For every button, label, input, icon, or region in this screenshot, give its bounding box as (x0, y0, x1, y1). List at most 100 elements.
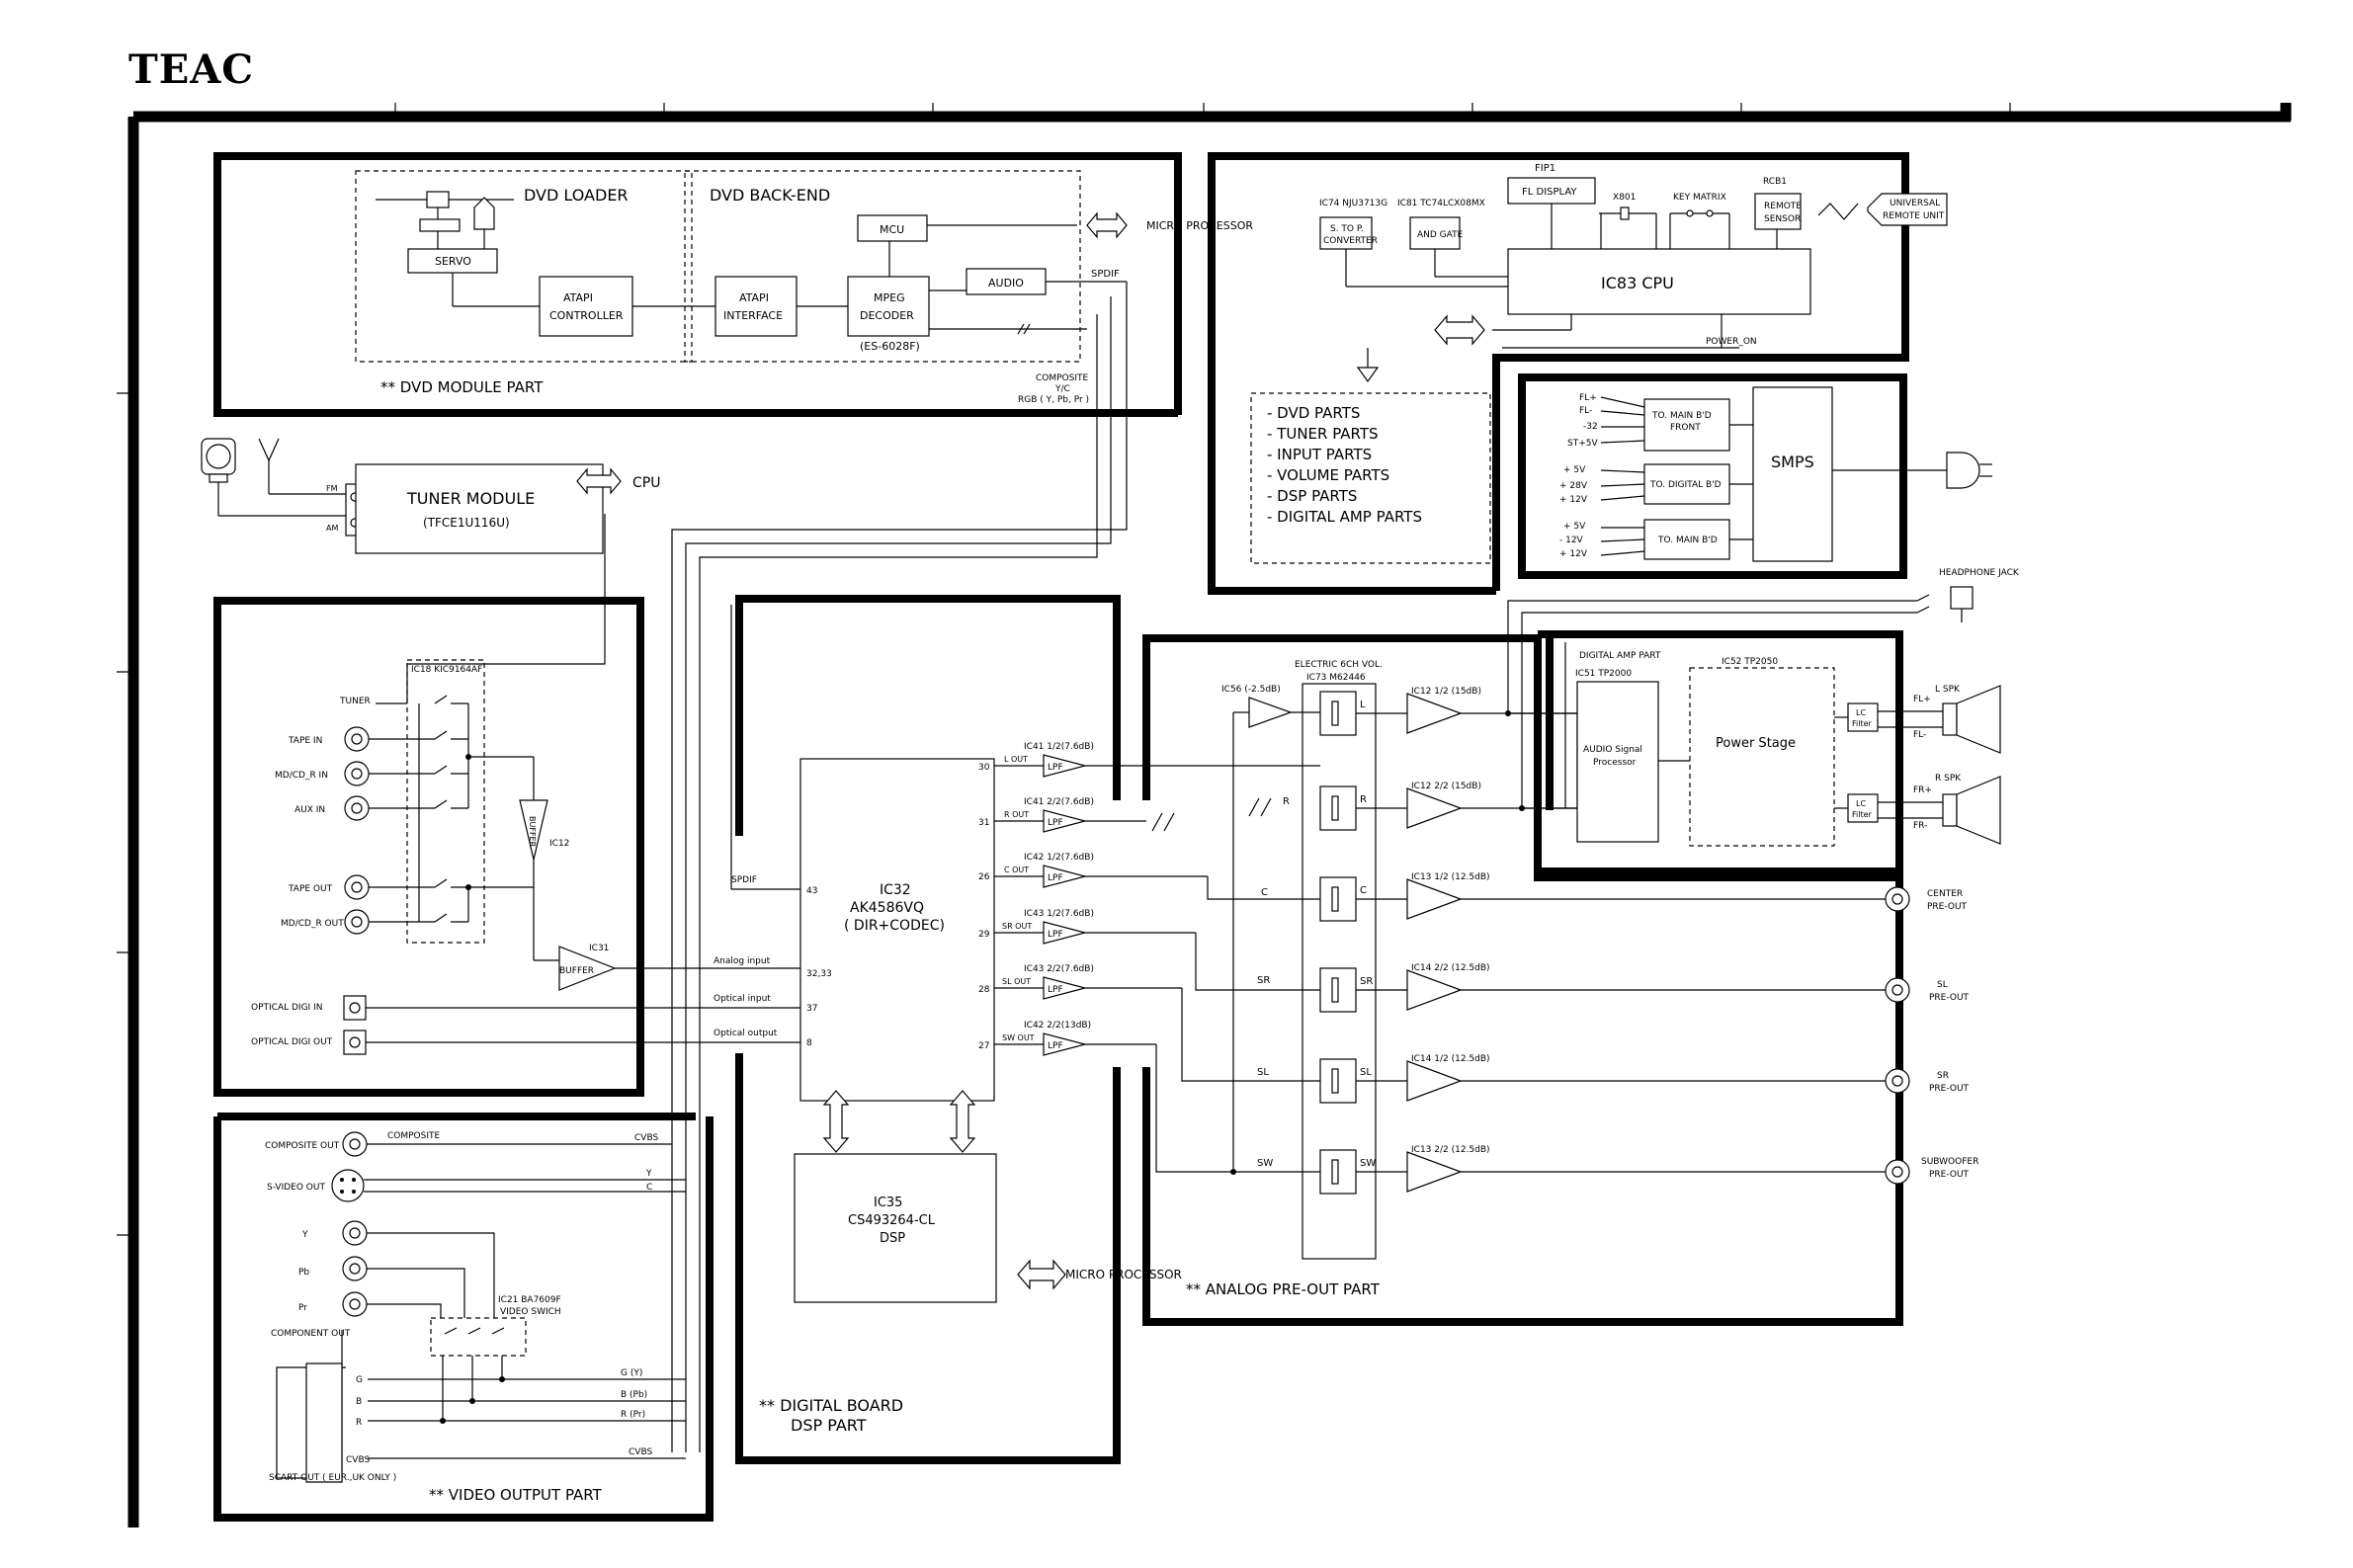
mpeg-label-2: DECODER (860, 309, 914, 322)
ic35-label-1: IC35 (874, 1196, 902, 1210)
composite-label-2: Y/C (1054, 384, 1070, 394)
lpf-ic-6: IC42 2/2(13dB) (1024, 1021, 1091, 1031)
amp-label-4: IC14 2/2 (12.5dB) (1411, 963, 1490, 973)
lc-filter-r-1: LC (1856, 799, 1866, 808)
composite-line-label: COMPOSITE (387, 1131, 441, 1141)
tuner-part-label: (TFCE1U116U) (423, 516, 510, 530)
input-tuner-label: TUNER (339, 697, 371, 706)
scart-g-right: G (Y) (621, 1368, 642, 1378)
page-frame (117, 103, 2292, 1527)
input-tape-out: TAPE OUT (288, 884, 333, 894)
universal-remote-label-2: REMOTE UNIT (1883, 211, 1945, 221)
input-buffer-label: BUFFER (528, 816, 537, 848)
vol-in-sl: SL (1257, 1067, 1269, 1078)
psu-plus28v: + 28V (1559, 481, 1588, 491)
comp-pr-label: Pr (298, 1303, 307, 1313)
processor-label-2: Processor (1593, 758, 1637, 768)
dsp-title-1: ** DIGITAL BOARD (759, 1396, 903, 1415)
lpf-ic-1: IC41 1/2(7.6dB) (1024, 742, 1094, 752)
vol-label-2: IC73 M62446 (1306, 673, 1366, 683)
vol-in-sr: SR (1257, 975, 1270, 986)
pin-29: 29 (978, 930, 990, 940)
ic35-label-3: DSP (880, 1231, 905, 1246)
out-sr: SR OUT (1002, 922, 1032, 931)
pin-43: 43 (806, 886, 817, 896)
input-ic31-label: IC31 (589, 944, 609, 953)
scart-out-label: SCART OUT ( EUR.,UK ONLY ) (269, 1473, 396, 1483)
vol-ch-sw: SW (1360, 1158, 1376, 1169)
fl-minus-label: FL- (1913, 730, 1926, 740)
out-sl: SL OUT (1002, 977, 1031, 986)
servo-label: SERVO (435, 255, 471, 268)
lc-filter-l-1: LC (1856, 708, 1866, 717)
pin-28: 28 (978, 985, 990, 995)
pin-8: 8 (806, 1038, 812, 1048)
psu-plus12v-a: + 12V (1559, 495, 1588, 505)
parts-line-6: - DIGITAL AMP PARTS (1267, 508, 1422, 526)
input-aux-in: AUX IN (294, 805, 325, 815)
video-output-section: COMPOSITE OUT COMPOSITE CVBS S-VIDEO OUT… (213, 1113, 714, 1522)
lspk-label: L SPK (1935, 685, 1961, 695)
parts-line-4: - VOLUME PARTS (1267, 466, 1389, 484)
atapi-interface-label-1: ATAPI (739, 291, 769, 304)
out-c: C OUT (1004, 866, 1029, 874)
stop-label-1: S. TO P. (1330, 224, 1364, 234)
psu-to-main-front-2: FRONT (1670, 423, 1701, 433)
vol-in-c: C (1261, 887, 1268, 898)
input-mdcd-in: MD/CD_R IN (275, 771, 328, 781)
audio-label: AUDIO (988, 277, 1024, 289)
preout-jacks: CENTER PRE-OUT SL PRE-OUT SR PRE-OUT SUB… (1885, 886, 1978, 1185)
psu-to-main: TO. MAIN B'D (1657, 536, 1718, 545)
atapi-interface-label-2: INTERFACE (723, 309, 783, 322)
ic51-label: IC51 TP2000 (1575, 669, 1632, 679)
amp-label-3: IC13 1/2 (12.5dB) (1411, 872, 1490, 882)
composite-label-3: RGB ( Y, Pb, Pr ) (1018, 395, 1089, 405)
ic32-label-2: AK4586VQ (850, 900, 924, 916)
tuner-fm-label: FM (326, 484, 338, 493)
component-out-label: COMPONENT OUT (271, 1329, 351, 1339)
preout-sr-1: SR (1937, 1071, 1949, 1081)
analog-preout-section: ELECTRIC 6CH VOL. IC73 M62446 IC56 (-2.5… (1085, 600, 1978, 1326)
comp-y-label: Y (301, 1230, 308, 1240)
amp-label-2: IC12 2/2 (15dB) (1411, 782, 1481, 791)
lpf-ic-4: IC43 1/2(7.6dB) (1024, 909, 1094, 919)
out-sw: SW OUT (1002, 1033, 1035, 1042)
dvd-loader-label: DVD LOADER (524, 186, 629, 205)
fl-plus-label: FL+ (1913, 695, 1931, 704)
lpf-ic-3: IC42 1/2(7.6dB) (1024, 853, 1094, 863)
pin-26: 26 (978, 872, 990, 882)
and-gate-label: AND GATE (1417, 230, 1464, 240)
mpeg-part-label: (ES-6028F) (860, 340, 920, 353)
vol-in-sw: SW (1257, 1158, 1273, 1169)
psu-fl-plus: FL+ (1579, 393, 1597, 403)
fip1-label: FIP1 (1535, 163, 1555, 174)
tuner-am-label: AM (326, 524, 338, 533)
pin-37: 37 (806, 1004, 817, 1014)
comp-pb-label: Pb (298, 1268, 309, 1278)
rspk-label: R SPK (1935, 774, 1962, 784)
remote-sensor-label-1: REMOTE (1764, 202, 1802, 211)
input-tape-in: TAPE IN (288, 736, 322, 746)
dsp-section: IC32 AK4586VQ ( DIR+CODEC) SPDIF Analog … (714, 595, 1182, 1464)
preout-sr-2: PRE-OUT (1929, 1084, 1970, 1094)
vol-label-1: ELECTRIC 6CH VOL. (1295, 660, 1383, 670)
parts-line-2: - TUNER PARTS (1267, 425, 1379, 443)
mpeg-label-1: MPEG (874, 291, 905, 304)
parts-line-3: - INPUT PARTS (1267, 446, 1372, 463)
preout-center-2: PRE-OUT (1927, 902, 1968, 912)
key-matrix-label: KEY MATRIX (1673, 193, 1726, 203)
tuner-module-label: TUNER MODULE (406, 489, 535, 508)
vol-channels: R C SR SL SW L (1085, 691, 1407, 1195)
pin-32-33: 32,33 (806, 969, 832, 979)
processor-label-1: AUDIO Signal (1583, 745, 1642, 755)
psu-to-digital: TO. DIGITAL B'D (1649, 480, 1722, 490)
input-buffer2-label: BUFFER (559, 966, 594, 976)
ic35-label-2: CS493264-CL (848, 1213, 936, 1228)
pin-31: 31 (978, 818, 989, 828)
svideo-label: S-VIDEO OUT (267, 1183, 325, 1193)
preamp-stages: IC12 1/2 (15dB) IC12 2/2 (15dB) IC13 1/2… (1406, 600, 1917, 1193)
psu-st5v: ST+5V (1567, 439, 1598, 449)
vol-in-r: R (1283, 796, 1290, 807)
vol-ch-sr: SR (1360, 976, 1373, 987)
